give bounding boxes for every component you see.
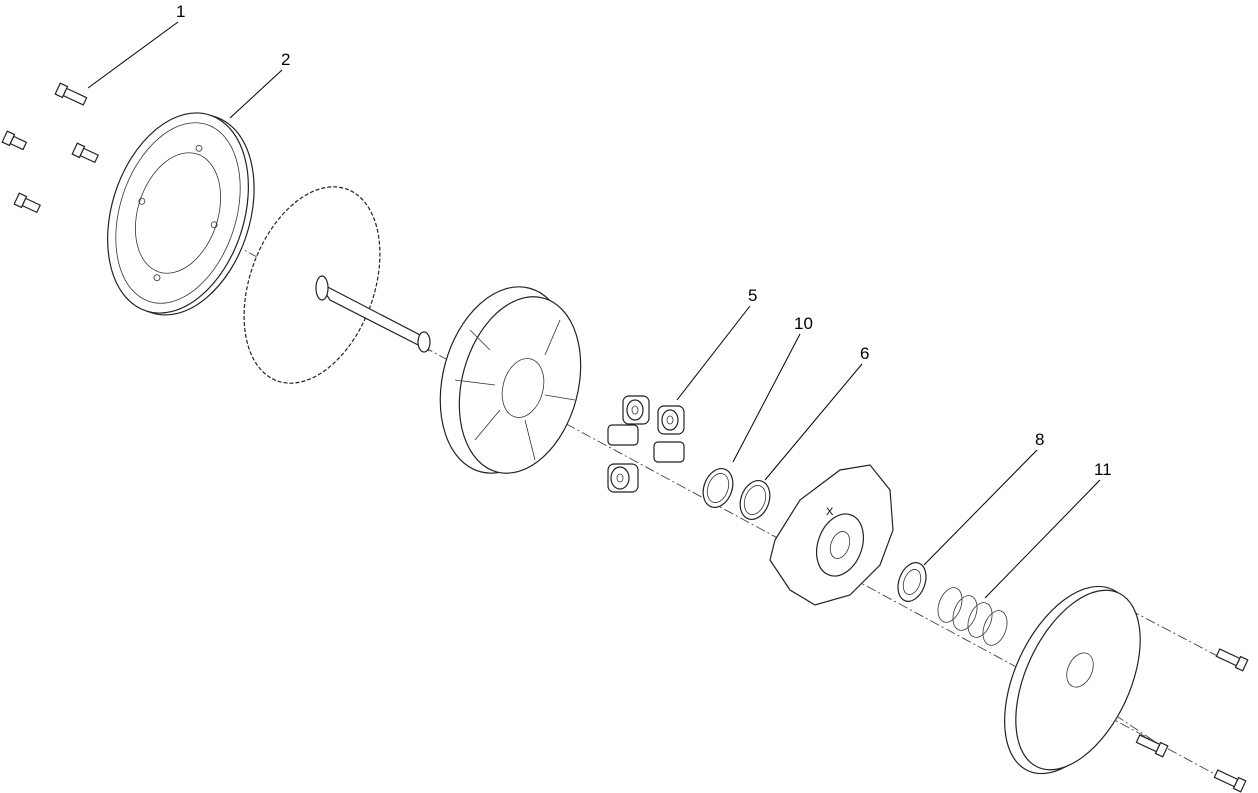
bolt-group-right bbox=[1135, 648, 1249, 793]
callout-2: 2 bbox=[281, 50, 291, 69]
washer-6 bbox=[739, 480, 771, 520]
fixed-sheave bbox=[243, 186, 431, 384]
callout-1: 1 bbox=[176, 2, 186, 21]
callout-6: 6 bbox=[860, 344, 870, 363]
spider-mark: X bbox=[826, 506, 834, 518]
leader-line-2 bbox=[229, 69, 283, 119]
callout-11: 11 bbox=[1094, 460, 1112, 479]
callout-5: 5 bbox=[748, 286, 758, 305]
leader-line-11 bbox=[984, 479, 1101, 599]
leader-line-1 bbox=[87, 21, 179, 89]
spring-11 bbox=[937, 587, 1008, 646]
bolt-axis-line bbox=[1129, 609, 1226, 661]
leader-line-5 bbox=[676, 305, 751, 401]
leader-line-6 bbox=[764, 363, 863, 481]
bolt-group-1 bbox=[1, 82, 99, 214]
leader-line-10 bbox=[732, 333, 801, 463]
moveable-sheave bbox=[439, 286, 582, 474]
roller-weights bbox=[607, 395, 685, 493]
callout-10: 10 bbox=[794, 314, 813, 333]
callout-8: 8 bbox=[1035, 430, 1045, 449]
seal-ring-8 bbox=[897, 562, 927, 602]
cover bbox=[1004, 585, 1141, 775]
bolt-axis-line bbox=[1099, 704, 1161, 746]
washer-10 bbox=[702, 468, 734, 508]
spider: X bbox=[769, 464, 894, 606]
pulley bbox=[107, 112, 255, 316]
leader-line-8 bbox=[923, 449, 1038, 566]
